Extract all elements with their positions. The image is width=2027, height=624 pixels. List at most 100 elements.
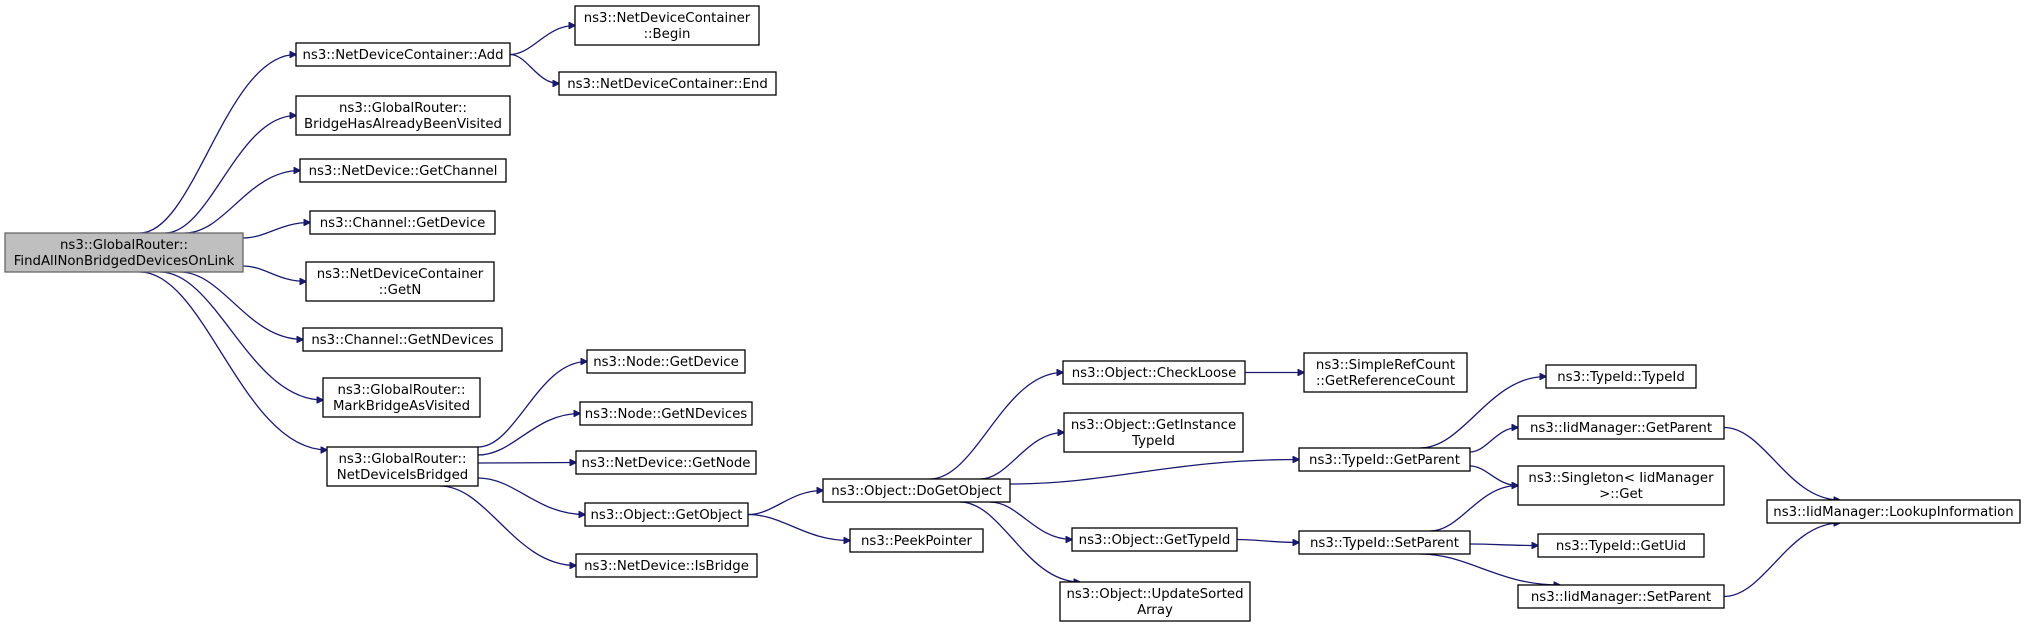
- edge-root-to-ndc-getn: [242, 265, 306, 282]
- node-box: [1537, 533, 1705, 558]
- node-iid-lookup[interactable]: ns3::IidManager::LookupInformation: [1766, 499, 2021, 524]
- node-box: [1071, 527, 1238, 552]
- node-obj-gettypeid[interactable]: ns3::Object::GetTypeId: [1071, 527, 1238, 552]
- node-label: ns3::NetDeviceContainer::End: [567, 77, 768, 92]
- node-label: ns3::IidManager::GetParent: [1530, 421, 1712, 436]
- node-label: >::Get: [1599, 487, 1643, 502]
- node-node-getndevices[interactable]: ns3::Node::GetNDevices: [579, 401, 753, 426]
- node-label: ns3::Node::GetNDevices: [585, 407, 748, 422]
- node-singleton-get[interactable]: ns3::Singleton< IidManager >::Get: [1517, 465, 1725, 506]
- node-box: [575, 450, 757, 475]
- node-label: ns3::NetDevice::GetChannel: [309, 164, 498, 179]
- node-root[interactable]: ns3::GlobalRouter::FindAllNonBridgedDevi…: [4, 232, 244, 273]
- edge-gr-ndib-to-obj-getobject: [477, 477, 585, 515]
- edge-obj-dogetobject-to-obj-checkloose: [929, 373, 1063, 480]
- node-label: ns3::Channel::GetDevice: [320, 216, 486, 231]
- node-label: FindAllNonBridgedDevicesOnLink: [14, 254, 235, 269]
- node-gr-bhabv[interactable]: ns3::GlobalRouter::BridgeHasAlreadyBeenV…: [295, 95, 511, 136]
- node-gr-mbav[interactable]: ns3::GlobalRouter::MarkBridgeAsVisited: [322, 377, 481, 418]
- edge-gr-ndib-to-nd-getnode: [477, 463, 576, 464]
- node-box: [1303, 352, 1468, 393]
- node-label: ns3::Object::CheckLoose: [1072, 366, 1237, 381]
- node-box: [558, 71, 777, 96]
- node-label: NetDeviceIsBridged: [337, 468, 468, 483]
- edge-tid-getparent-to-tid-typeid: [1419, 377, 1546, 449]
- node-label: ns3::PeekPointer: [861, 534, 973, 549]
- node-box: [579, 401, 753, 426]
- edge-ndc-add-to-ndc-end: [509, 53, 559, 84]
- edge-tid-setparent-to-tid-getuid: [1469, 544, 1538, 546]
- node-iid-setparent[interactable]: ns3::IidManager::SetParent: [1517, 584, 1725, 609]
- node-nd-getnode[interactable]: ns3::NetDevice::GetNode: [575, 450, 757, 475]
- node-label: ns3::Object::GetTypeId: [1079, 533, 1231, 548]
- edge-obj-dogetobject-to-obj-updatesortedarray: [959, 501, 1080, 582]
- node-label: MarkBridgeAsVisited: [333, 399, 470, 414]
- node-obj-dogetobject[interactable]: ns3::Object::DoGetObject: [822, 478, 1011, 503]
- node-ndc-add[interactable]: ns3::NetDeviceContainer::Add: [295, 42, 511, 67]
- node-box: [584, 502, 749, 527]
- node-box: [586, 349, 746, 374]
- node-src-getrefcount[interactable]: ns3::SimpleRefCount::GetReferenceCount: [1303, 352, 1468, 393]
- node-label: BridgeHasAlreadyBeenVisited: [304, 117, 502, 132]
- node-ndc-end[interactable]: ns3::NetDeviceContainer::End: [558, 71, 777, 96]
- node-peekpointer[interactable]: ns3::PeekPointer: [849, 528, 984, 553]
- node-box: [4, 232, 244, 273]
- node-box: [1298, 530, 1471, 555]
- node-ndc-getn[interactable]: ns3::NetDeviceContainer::GetN: [305, 261, 495, 302]
- edges: [139, 26, 1840, 598]
- node-iid-getparent[interactable]: ns3::IidManager::GetParent: [1517, 415, 1725, 440]
- node-tid-typeid[interactable]: ns3::TypeId::TypeId: [1545, 364, 1697, 389]
- edge-gr-ndib-to-node-getndevices: [477, 414, 580, 456]
- node-box: [309, 210, 496, 235]
- node-obj-checkloose[interactable]: ns3::Object::CheckLoose: [1062, 360, 1246, 385]
- edge-obj-dogetobject-to-obj-getinstancetypeid: [979, 433, 1064, 480]
- node-label: ns3::TypeId::TypeId: [1557, 370, 1685, 385]
- node-label: ns3::GlobalRouter::: [338, 383, 466, 398]
- edge-obj-getobject-to-peekpointer: [747, 513, 850, 541]
- node-box: [326, 446, 479, 487]
- node-node-getdevice[interactable]: ns3::Node::GetDevice: [586, 349, 746, 374]
- node-label: ns3::SimpleRefCount: [1316, 358, 1455, 373]
- node-label: ns3::NetDeviceContainer::Add: [302, 48, 503, 63]
- edge-tid-getparent-to-singleton-get: [1469, 465, 1518, 486]
- edge-obj-dogetobject-to-obj-gettypeid: [989, 501, 1072, 540]
- node-label: ns3::GlobalRouter::: [339, 101, 467, 116]
- node-label: ns3::TypeId::GetUid: [1556, 539, 1686, 554]
- node-label: ns3::IidManager::LookupInformation: [1773, 505, 2013, 520]
- node-nd-getchannel[interactable]: ns3::NetDevice::GetChannel: [299, 158, 507, 183]
- node-box: [1517, 584, 1725, 609]
- node-label: ns3::IidManager::SetParent: [1531, 590, 1711, 605]
- node-ndc-begin[interactable]: ns3::NetDeviceContainer::Begin: [574, 5, 760, 46]
- edge-root-to-gr-mbav: [159, 271, 323, 400]
- node-ch-getdevice[interactable]: ns3::Channel::GetDevice: [309, 210, 496, 235]
- node-label: ns3::NetDevice::GetNode: [582, 456, 751, 471]
- node-tid-setparent[interactable]: ns3::TypeId::SetParent: [1298, 530, 1471, 555]
- edge-gr-ndib-to-node-getdevice: [477, 362, 587, 448]
- node-box: [305, 261, 495, 302]
- edge-iid-getparent-to-iid-lookup: [1723, 426, 1840, 501]
- node-label: ::GetReferenceCount: [1316, 374, 1455, 389]
- node-label: ns3::Object::UpdateSorted: [1066, 587, 1243, 602]
- node-box: [302, 327, 503, 352]
- node-label: ns3::NetDevice::IsBridge: [584, 559, 749, 574]
- node-label: ns3::NetDeviceContainer: [584, 11, 751, 26]
- node-box: [1063, 412, 1244, 453]
- node-gr-ndib[interactable]: ns3::GlobalRouter::NetDeviceIsBridged: [326, 446, 479, 487]
- edge-iid-setparent-to-iid-lookup: [1723, 523, 1840, 598]
- node-label: ns3::TypeId::GetParent: [1309, 453, 1460, 468]
- node-nd-isbridge[interactable]: ns3::NetDevice::IsBridge: [575, 553, 758, 578]
- node-obj-getobject[interactable]: ns3::Object::GetObject: [584, 502, 749, 527]
- node-tid-getparent[interactable]: ns3::TypeId::GetParent: [1298, 447, 1471, 472]
- nodes: ns3::GlobalRouter::FindAllNonBridgedDevi…: [4, 5, 2021, 622]
- edge-root-to-ch-getdevice: [242, 223, 310, 239]
- node-box: [575, 553, 758, 578]
- node-tid-getuid[interactable]: ns3::TypeId::GetUid: [1537, 533, 1705, 558]
- node-ch-getndevices[interactable]: ns3::Channel::GetNDevices: [302, 327, 503, 352]
- node-box: [1059, 581, 1251, 622]
- node-box: [295, 42, 511, 67]
- node-label: ::GetN: [379, 283, 422, 298]
- edge-root-to-nd-getchannel: [184, 171, 300, 234]
